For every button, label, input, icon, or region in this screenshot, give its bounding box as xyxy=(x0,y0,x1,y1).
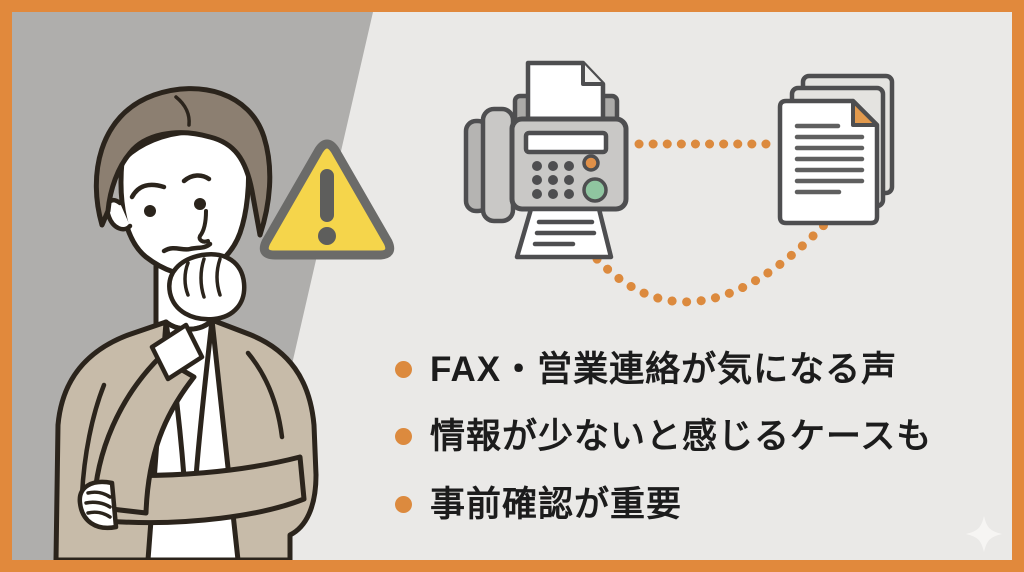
man-fist xyxy=(167,252,247,322)
man-nose xyxy=(197,209,210,244)
bullet-dot xyxy=(395,495,412,513)
man-ear xyxy=(104,197,133,232)
man-mouth xyxy=(161,241,213,254)
man-eyebrow-left xyxy=(129,182,167,200)
bullet-dot xyxy=(395,360,412,378)
bullet-text: FAX・営業連絡が気になる声 xyxy=(430,349,898,389)
bullet-item: FAX・営業連絡が気になる声 xyxy=(395,345,897,393)
man-left-hand xyxy=(77,479,119,531)
man-face xyxy=(118,129,252,278)
bullet-item: 事前確認が重要 xyxy=(395,480,682,528)
fax-machine-icon xyxy=(463,60,629,260)
documents-stack-icon xyxy=(777,73,895,226)
man-cuff xyxy=(149,322,205,382)
sparkle-icon xyxy=(966,516,1002,552)
bullet-item: 情報が少ないと感じるケースも xyxy=(395,412,932,460)
bullet-text: 情報が少ないと感じるケースも xyxy=(430,416,933,456)
warning-triangle-icon xyxy=(259,139,395,260)
man-hair xyxy=(93,86,273,238)
man-eye-right xyxy=(194,198,206,210)
man-eyebrow-right xyxy=(181,173,212,184)
thinking-businessman-illustration xyxy=(53,86,319,560)
bullet-text: 事前確認が重要 xyxy=(430,484,683,524)
content-canvas: FAX・営業連絡が気になる声 情報が少ないと感じるケースも 事前確認が重要 xyxy=(12,12,1012,560)
man-eye-left xyxy=(144,205,156,217)
bullet-dot xyxy=(395,427,412,445)
